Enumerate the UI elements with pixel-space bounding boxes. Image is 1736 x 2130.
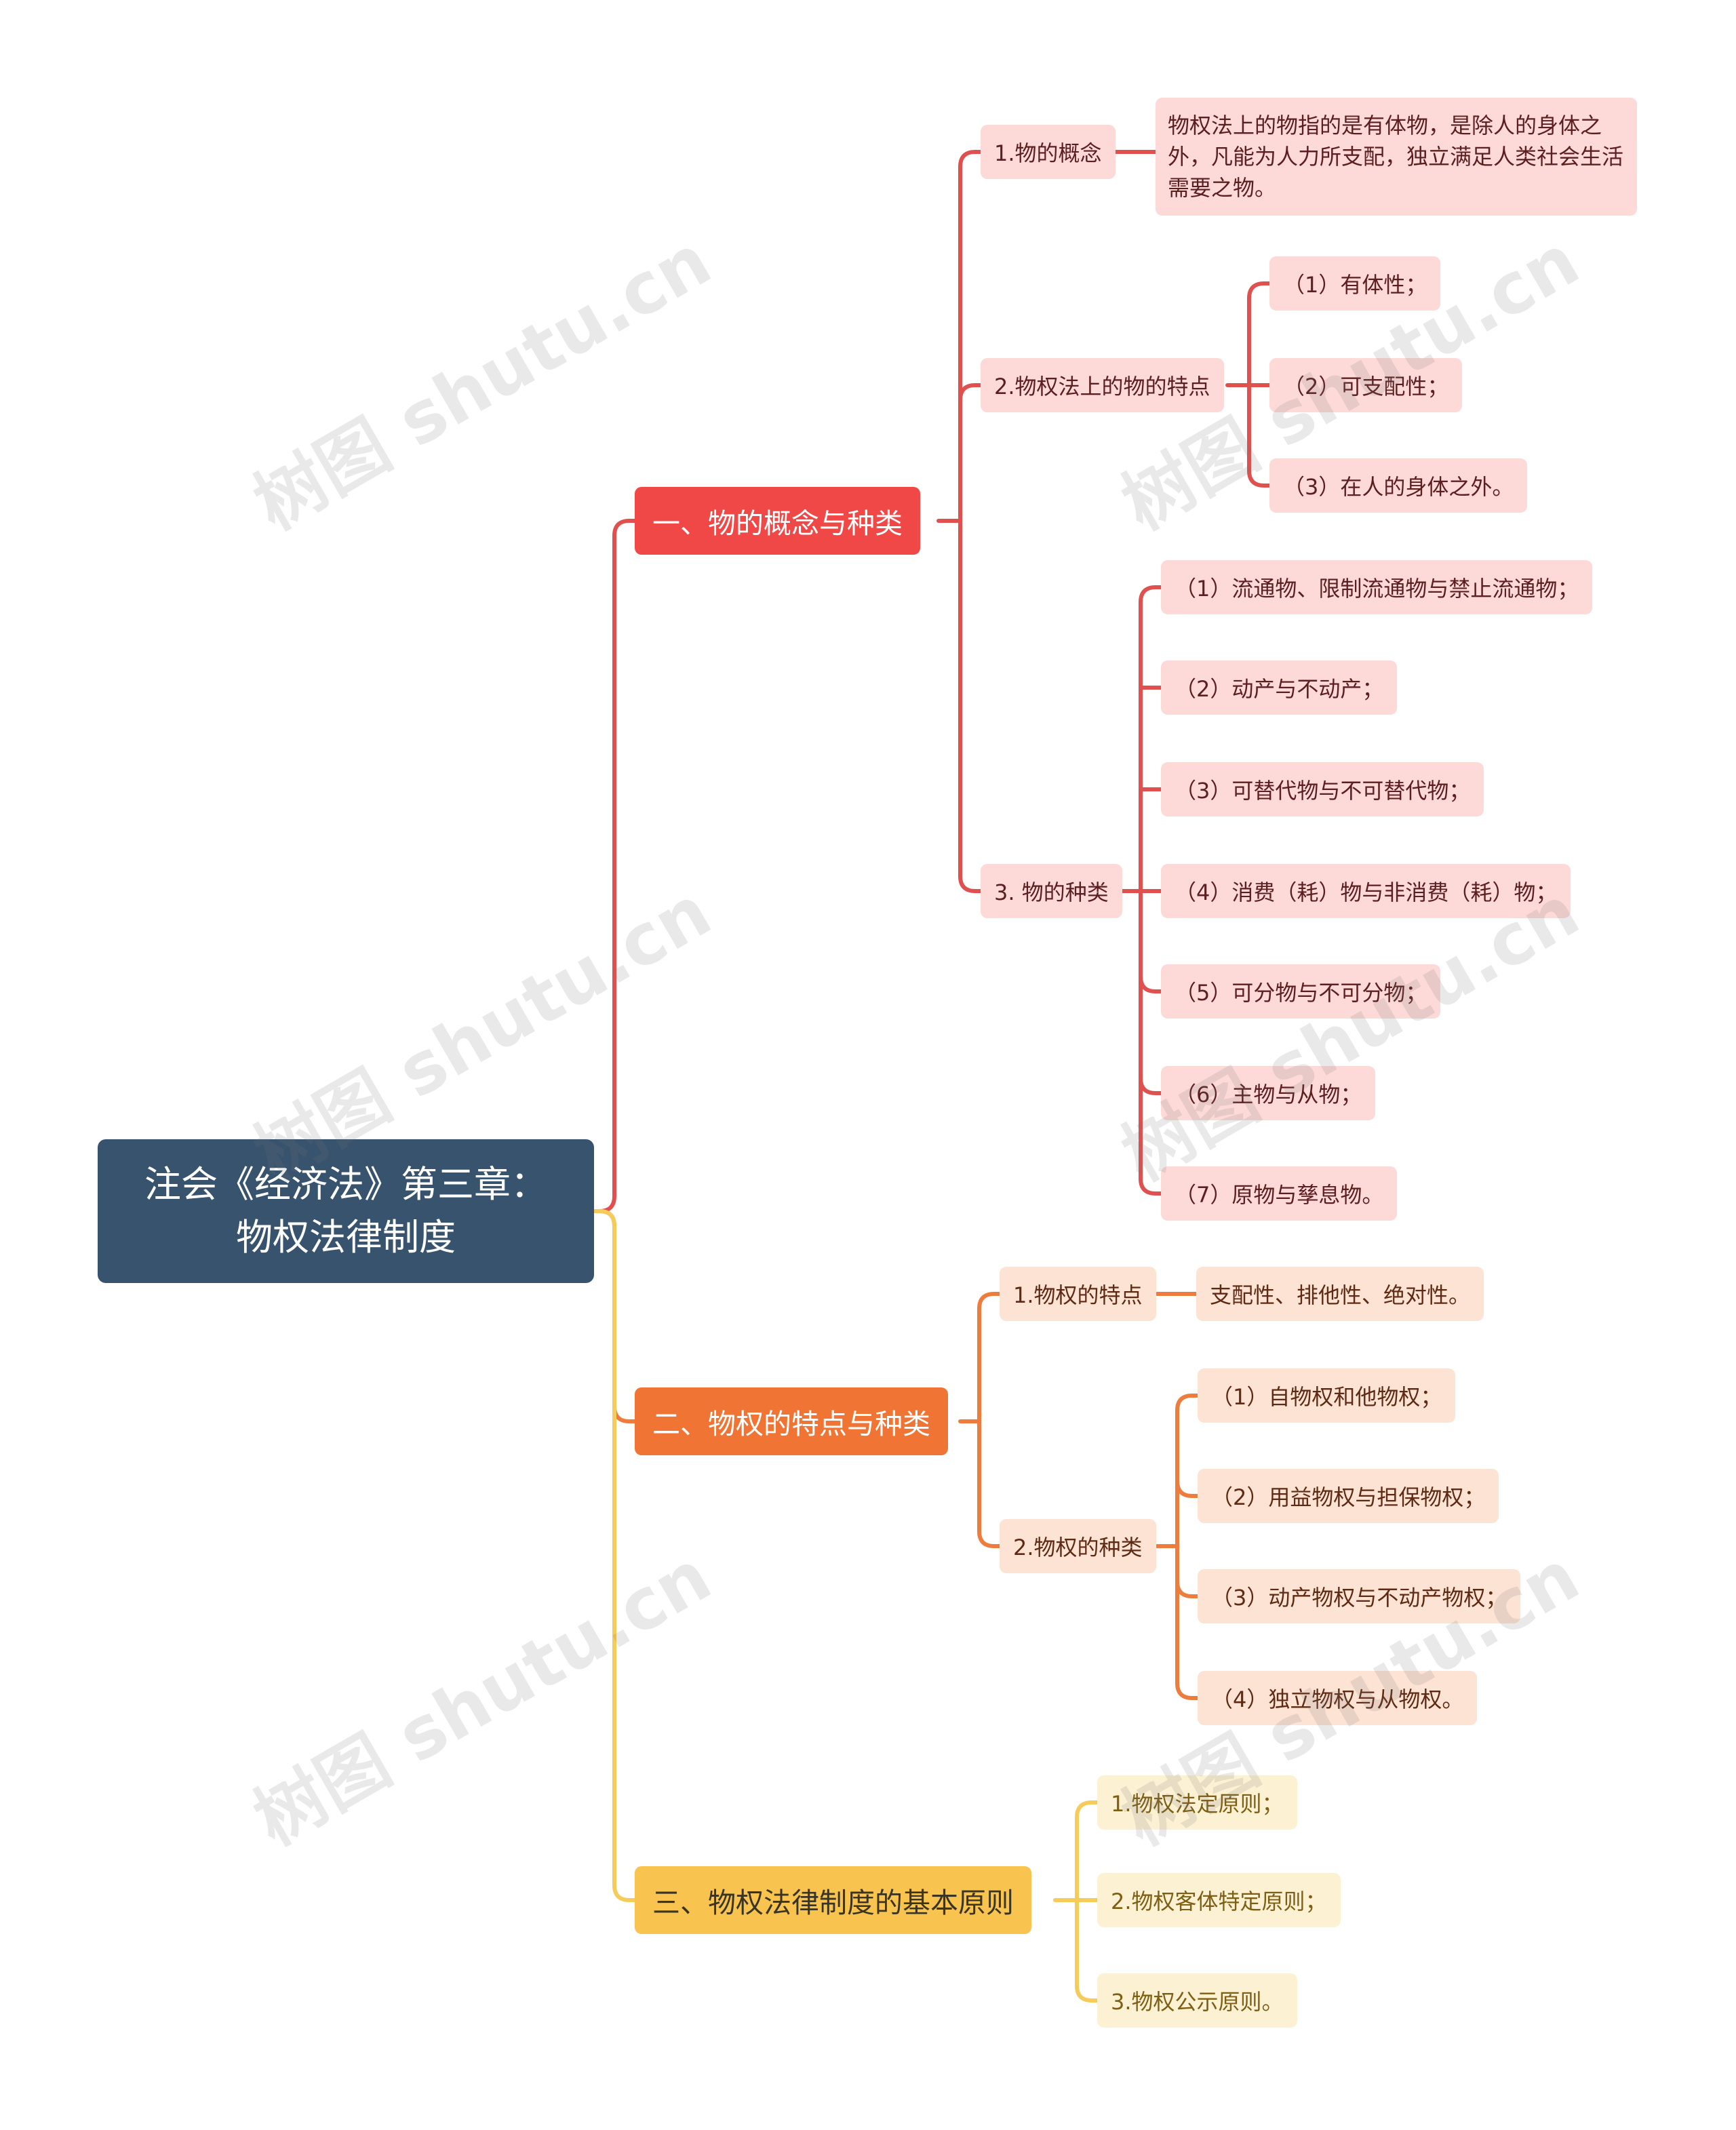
leaf-property-features-detail[interactable]: 支配性、排他性、绝对性。	[1196, 1267, 1484, 1321]
leaf-label: （3）动产物权与不动产物权；	[1211, 1585, 1507, 1611]
link-ptypes-4	[1175, 1681, 1200, 1700]
subtopic-label: 1.物权的特点	[1013, 1282, 1143, 1308]
subtopic-property-features[interactable]: 1.物权的特点	[1000, 1267, 1156, 1321]
branch-topic-1[interactable]: 一、物的概念与种类	[635, 487, 920, 555]
link-b2-features	[958, 1292, 1002, 1423]
leaf-type-2[interactable]: （2）动产与不动产；	[1161, 660, 1398, 715]
subtopic-label: 1.物的概念	[994, 140, 1102, 166]
branch-label: 一、物的概念与种类	[652, 507, 903, 540]
link-ptypes-3	[1175, 1579, 1200, 1598]
leaf-type-6[interactable]: （6）主物与从物；	[1161, 1066, 1376, 1120]
leaf-type-3[interactable]: （3）可替代物与不可替代物；	[1161, 762, 1484, 816]
detail-text: 物权法上的物指的是有体物，是除人的身体之外，凡能为人力所支配，独立满足人类社会生…	[1168, 113, 1624, 201]
branch-label: 二、物权的特点与种类	[652, 1408, 930, 1440]
subtopic-label: 3.物权公示原则。	[1111, 1989, 1284, 2015]
leaf-feature-2[interactable]: （2）可支配性；	[1269, 358, 1463, 412]
leaf-label: （7）原物与孳息物。	[1175, 1182, 1384, 1208]
subtopic-label: 2.物权法上的物的特点	[994, 374, 1210, 399]
leaf-type-7[interactable]: （7）原物与孳息物。	[1161, 1166, 1398, 1221]
leaf-label: （3）可替代物与不可替代物；	[1175, 778, 1471, 804]
root-title-line2: 物权法律制度	[236, 1216, 456, 1259]
link-features-3	[1247, 383, 1271, 488]
branch-topic-2[interactable]: 二、物权的特点与种类	[635, 1387, 948, 1455]
subtopic-label: 1.物权法定原则；	[1111, 1791, 1284, 1817]
link-b3-1	[1053, 1800, 1099, 1902]
link-b3-3	[1075, 1984, 1099, 2003]
subtopic-principle-3[interactable]: 3.物权公示原则。	[1097, 1973, 1297, 2028]
subtopic-principle-1[interactable]: 1.物权法定原则；	[1097, 1775, 1297, 1830]
link-b1-features	[958, 383, 983, 523]
leaf-type-1[interactable]: （1）流通物、限制流通物与禁止流通物；	[1161, 560, 1593, 614]
link-ptypes-1	[1155, 1394, 1200, 1548]
leaf-label: 支配性、排他性、绝对性。	[1210, 1282, 1471, 1308]
leaf-property-type-4[interactable]: （4）独立物权与从物权。	[1198, 1671, 1478, 1725]
leaf-label: （2）可支配性；	[1283, 374, 1449, 399]
leaf-label: （5）可分物与不可分物；	[1175, 980, 1427, 1006]
leaf-type-4[interactable]: （4）消费（耗）物与非消费（耗）物；	[1161, 864, 1571, 918]
link-types-6	[1139, 974, 1163, 1095]
root-title-line1: 注会《经济法》第三章：	[144, 1163, 547, 1206]
leaf-label: （3）在人的身体之外。	[1283, 474, 1514, 500]
leaf-label: （4）独立物权与从物权。	[1211, 1687, 1464, 1712]
leaf-feature-1[interactable]: （1）有体性；	[1269, 256, 1441, 311]
subtopic-thing-concept[interactable]: 1.物的概念	[981, 125, 1116, 179]
leaf-feature-3[interactable]: （3）在人的身体之外。	[1269, 458, 1528, 513]
subtopic-label: 2.物权客体特定原则；	[1111, 1889, 1327, 1914]
link-root-branch3	[592, 1209, 637, 1902]
leaf-label: （1）自物权和他物权；	[1211, 1384, 1442, 1410]
link-features-1	[1225, 281, 1271, 387]
leaf-type-5[interactable]: （5）可分物与不可分物；	[1161, 964, 1441, 1019]
branch-topic-3[interactable]: 三、物权法律制度的基本原则	[635, 1866, 1031, 1934]
leaf-label: （6）主物与从物；	[1175, 1082, 1362, 1107]
leaf-label: （1）有体性；	[1283, 272, 1427, 298]
leaf-label: （2）动产与不动产；	[1175, 676, 1384, 702]
subtopic-thing-features[interactable]: 2.物权法上的物的特点	[981, 358, 1224, 412]
link-types-7	[1139, 1076, 1163, 1196]
root-topic[interactable]: 注会《经济法》第三章： 物权法律制度	[98, 1139, 594, 1283]
leaf-property-type-2[interactable]: （2）用益物权与担保物权；	[1198, 1469, 1499, 1523]
link-root-branch1	[592, 519, 637, 1213]
link-b1-types	[958, 519, 983, 893]
link-ptypes-2	[1175, 1479, 1200, 1498]
subtopic-property-types[interactable]: 2.物权的种类	[1000, 1519, 1156, 1573]
subtopic-label: 2.物权的种类	[1013, 1535, 1143, 1560]
subtopic-thing-types[interactable]: 3. 物的种类	[981, 864, 1122, 918]
link-types-5	[1139, 889, 1163, 993]
link-b2-types	[977, 1419, 1002, 1548]
leaf-label: （4）消费（耗）物与非消费（耗）物；	[1175, 880, 1558, 905]
subtopic-principle-2[interactable]: 2.物权客体特定原则；	[1097, 1873, 1341, 1927]
leaf-property-type-3[interactable]: （3）动产物权与不动产物权；	[1198, 1569, 1521, 1623]
subtopic-label: 3. 物的种类	[994, 880, 1109, 905]
link-b1-concept	[936, 150, 983, 523]
leaf-label: （1）流通物、限制流通物与禁止流通物；	[1175, 576, 1579, 601]
branch-label: 三、物权法律制度的基本原则	[652, 1887, 1014, 1919]
detail-thing-definition[interactable]: 物权法上的物指的是有体物，是除人的身体之外，凡能为人力所支配，独立满足人类社会生…	[1156, 98, 1637, 216]
leaf-property-type-1[interactable]: （1）自物权和他物权；	[1198, 1368, 1456, 1423]
leaf-label: （2）用益物权与担保物权；	[1211, 1484, 1486, 1510]
